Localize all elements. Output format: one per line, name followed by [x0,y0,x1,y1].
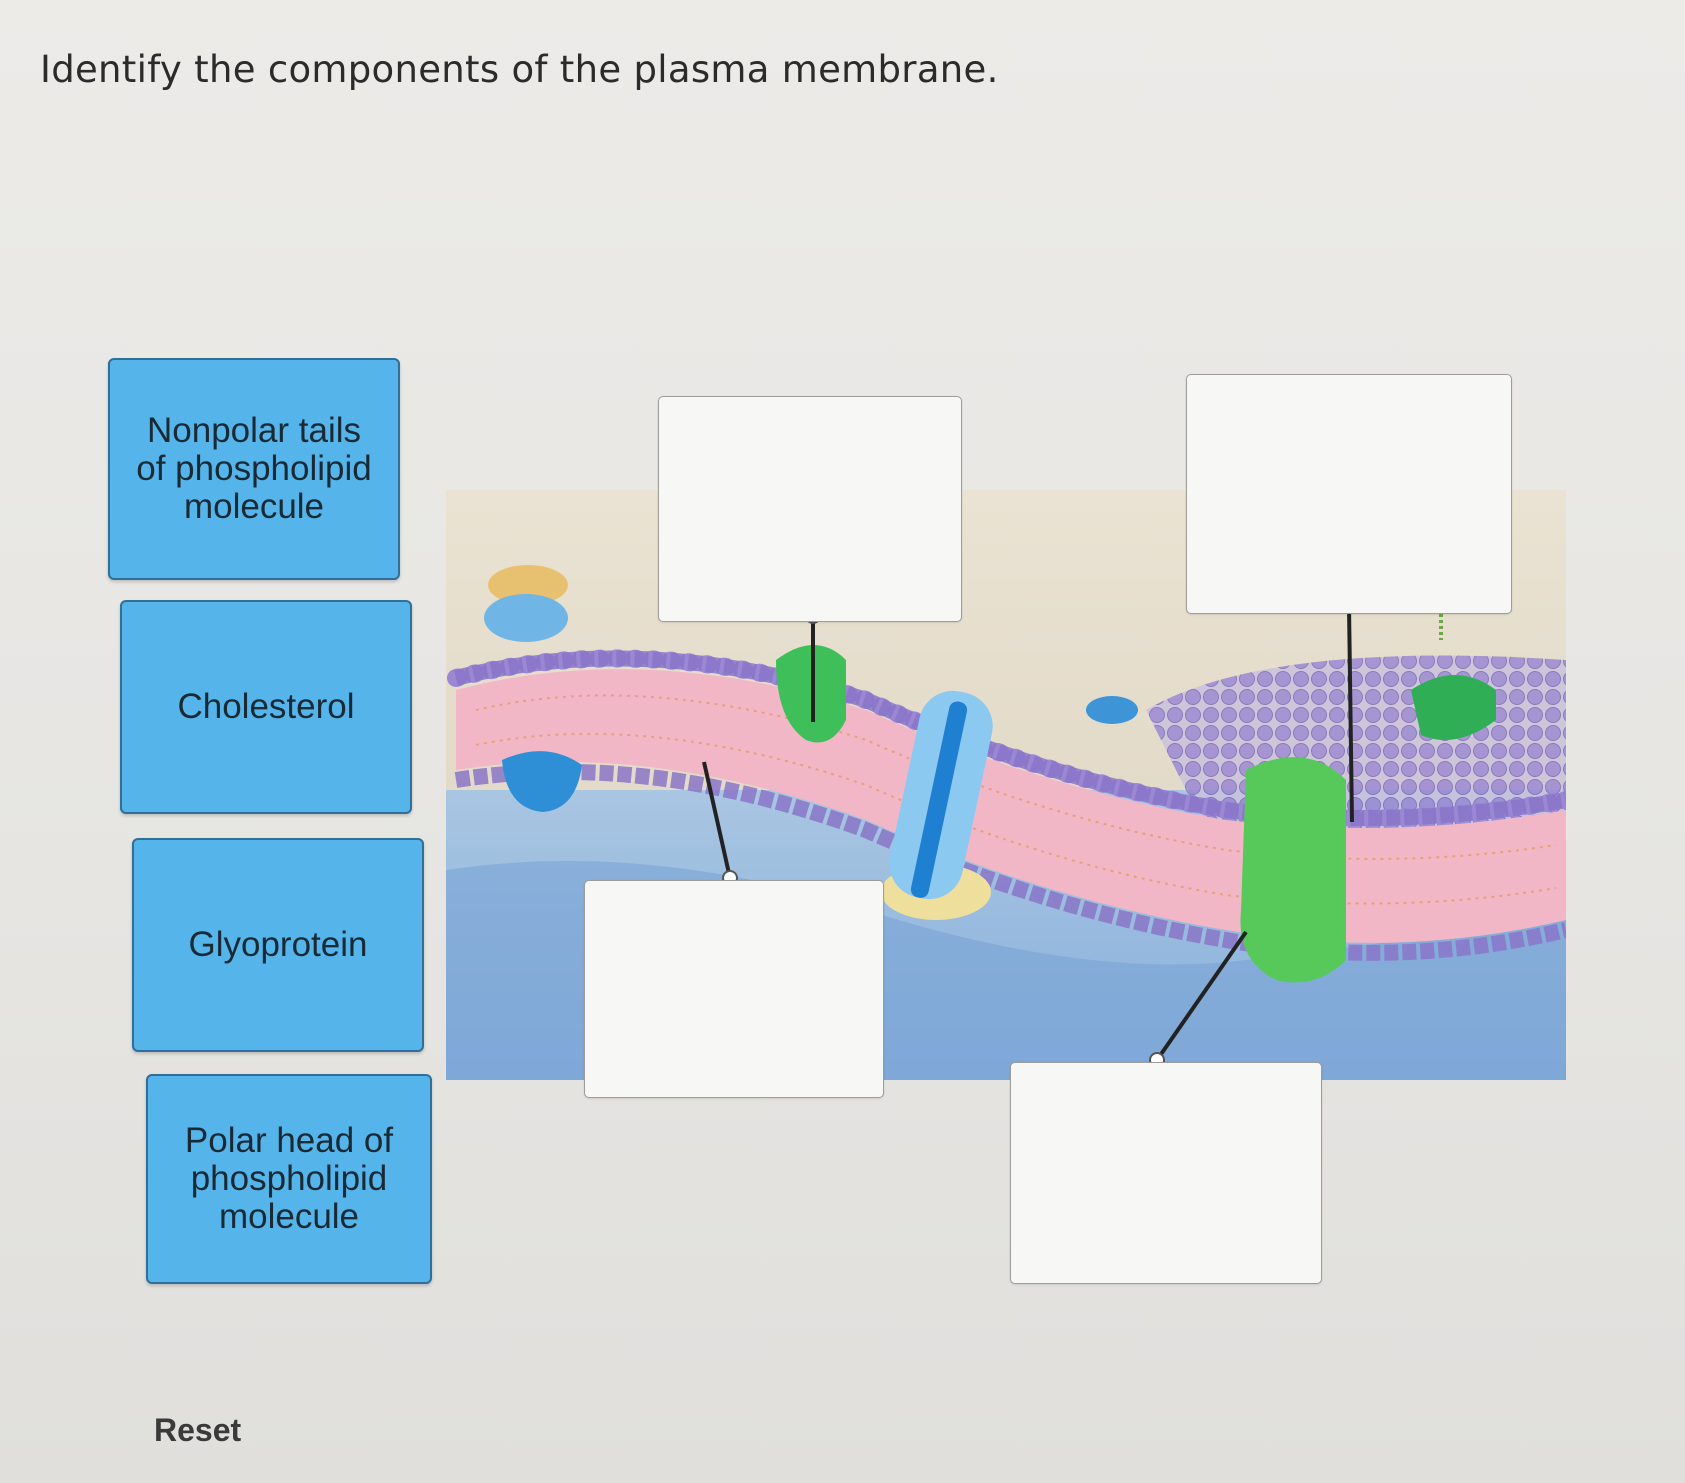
drop-zone-middle-left[interactable] [584,880,884,1098]
label-glyoprotein[interactable]: Glyoprotein [132,838,424,1052]
label-nonpolar-tails[interactable]: Nonpolar tails of phospholipid molecule [108,358,400,580]
lower-head-row [454,763,1566,961]
glycoprotein-right [1240,757,1346,983]
glycoprotein-far-right [1411,675,1496,740]
question-text: Identify the components of the plasma me… [40,48,999,91]
channel-protein [881,690,993,920]
label-cholesterol[interactable]: Cholesterol [120,600,412,814]
reset-button[interactable]: Reset [154,1412,242,1448]
peripheral-protein-top [488,565,568,605]
drop-zone-top-right[interactable] [1186,374,1512,614]
peripheral-protein-bottom [502,751,582,812]
drop-zone-top-left[interactable] [658,396,962,622]
drop-zone-bottom-right[interactable] [1010,1062,1322,1284]
label-polar-head[interactable]: Polar head of phospholipid molecule [146,1074,432,1284]
